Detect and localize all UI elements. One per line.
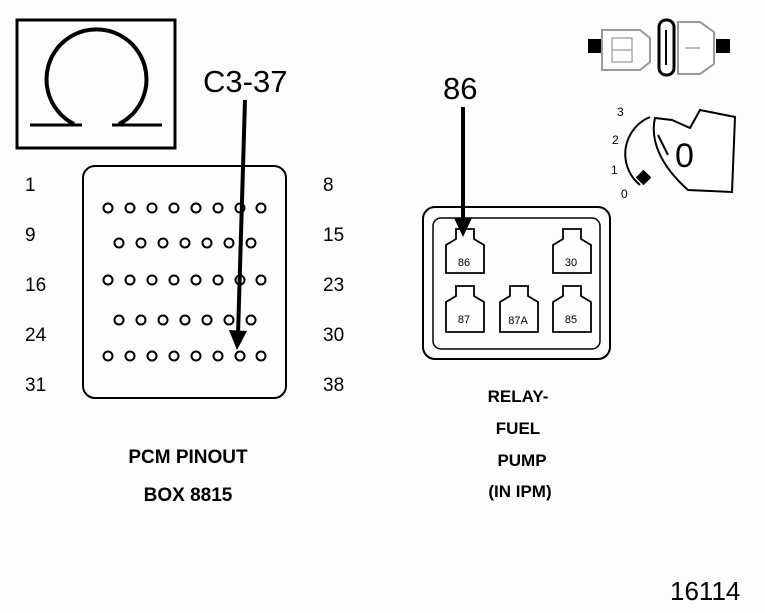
pcm-pin-11 [157,237,169,249]
pcm-row-left-1: 1 [25,175,36,196]
relay-caption-line4: (IN IPM) [488,482,552,501]
pcm-pin-2 [124,202,136,214]
relay-terminal-87a [499,285,539,333]
pcm-pin-27 [179,314,191,326]
pcm-pin-10 [135,237,147,249]
pcm-row-right-3: 23 [323,275,345,296]
pcm-pin-25 [135,314,147,326]
pcm-pin-14 [223,237,235,249]
figure-number: 16114 [670,576,741,606]
relay-terminal-label-87a: 87A [508,315,528,327]
pcm-connector [82,165,287,399]
relay-terminal-86 [445,228,485,274]
pcm-pin-20 [190,274,202,286]
ohmmeter-symbol [15,18,177,150]
relay-caption-line2: FUEL [495,419,541,438]
relay-terminal-87 [445,285,485,333]
pcm-pin-23 [255,274,267,286]
pcm-pin-4 [168,202,180,214]
ignition-pos-1: 1 [611,163,618,177]
pcm-caption-line1: PCM PINOUT [128,447,248,468]
ignition-pos-0: 0 [621,187,628,201]
pcm-pin-37 [234,350,246,362]
pcm-row-right-5: 38 [323,375,345,396]
pcm-pin-32 [124,350,136,362]
relay-terminal-label-87: 87 [457,314,471,326]
pcm-pin-5 [190,202,202,214]
pcm-pin-17 [124,274,136,286]
relay-connector [422,206,611,360]
relay-probe-arrow [454,107,472,237]
pcm-pin-19 [168,274,180,286]
pcm-pin-30 [245,314,257,326]
pcm-row-right-4: 30 [323,325,345,346]
relay-terminal-label-86: 86 [457,257,471,269]
pcm-pin-35 [190,350,202,362]
pcm-caption-line2: BOX 8815 [143,485,233,506]
pcm-pin-1 [102,202,114,214]
pcm-row-right-1: 8 [323,175,334,196]
pcm-row-left-2: 9 [25,225,36,246]
pcm-row-right-2: 15 [323,225,345,246]
relay-callout-label: 86 [443,71,478,106]
pcm-pin-8 [255,202,267,214]
pcm-pin-16 [102,274,114,286]
pcm-probe-arrow [229,99,247,350]
ignition-key-position: 0 [675,137,694,175]
pcm-pin-38 [255,350,267,362]
pcm-pin-29 [223,314,235,326]
ignition-key-icon [624,108,737,194]
pcm-pin-34 [168,350,180,362]
pcm-callout-label: C3-37 [203,64,288,99]
relay-terminal-label-85: 85 [564,314,578,326]
pcm-pin-15 [245,237,257,249]
pcm-pin-3 [146,202,158,214]
relay-terminal-group [445,228,592,333]
pcm-row-left-3: 16 [25,275,47,296]
connector-disconnect-icon [588,18,730,77]
pcm-pin-24 [113,314,125,326]
pcm-row-left-5: 31 [25,375,47,396]
pcm-pin-9 [113,237,125,249]
pcm-pin-13 [201,237,213,249]
pcm-pin-18 [146,274,158,286]
pcm-pin-6 [212,202,224,214]
relay-caption-line1: RELAY- [487,387,549,406]
relay-terminal-30 [552,228,592,274]
relay-terminal-label-30: 30 [564,257,578,269]
pcm-pin-12 [179,237,191,249]
relay-terminal-85 [552,285,592,333]
ignition-pos-2: 2 [612,133,619,147]
pcm-pin-28 [201,314,213,326]
pcm-pin-21 [212,274,224,286]
pcm-pin-33 [146,350,158,362]
ignition-pos-3: 3 [617,105,624,119]
relay-caption-line3: PUMP [497,451,547,470]
pcm-row-left-4: 24 [25,325,47,346]
pcm-pin-31 [102,350,114,362]
pcm-pin-36 [212,350,224,362]
pcm-pin-26 [157,314,169,326]
